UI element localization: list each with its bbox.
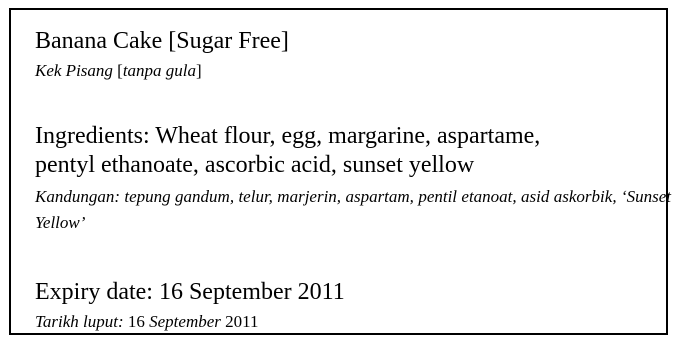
bracket-open: [ [117, 61, 123, 80]
ingredients-line-2: pentyl ethanoate, ascorbic acid, sunset … [35, 152, 475, 178]
expiry-date: Expiry date: 16 September 2011 [35, 279, 345, 305]
expiry-section: Expiry date: 16 September 2011 Tarikh lu… [35, 278, 345, 334]
ingredients-section: Ingredients: Wheat flour, egg, margarine… [35, 122, 671, 236]
expiry-label-malay: Tarikh luput: [35, 312, 124, 331]
product-title-malay: Kek Pisang [tanpa gula] [35, 58, 202, 83]
bracket-close: ] [196, 61, 202, 80]
product-title: Banana Cake [Sugar Free] [35, 28, 289, 54]
expiry-day-malay: 16 [123, 312, 150, 331]
ingredients-line-1: Ingredients: Wheat flour, egg, margarine… [35, 123, 541, 149]
expiry-month-malay: September [149, 312, 221, 331]
product-name-malay: Kek Pisang [35, 61, 113, 80]
ingredients-malay: Kandungan: tepung gandum, telur, marjeri… [35, 187, 671, 232]
expiry-year-malay: 2011 [220, 312, 259, 331]
food-label-box: Banana Cake [Sugar Free] Kek Pisang [tan… [9, 8, 671, 335]
expiry-date-malay: Tarikh luput: 16 September 2011 [35, 309, 345, 334]
product-qualifier-malay: tanpa gula [122, 61, 197, 80]
